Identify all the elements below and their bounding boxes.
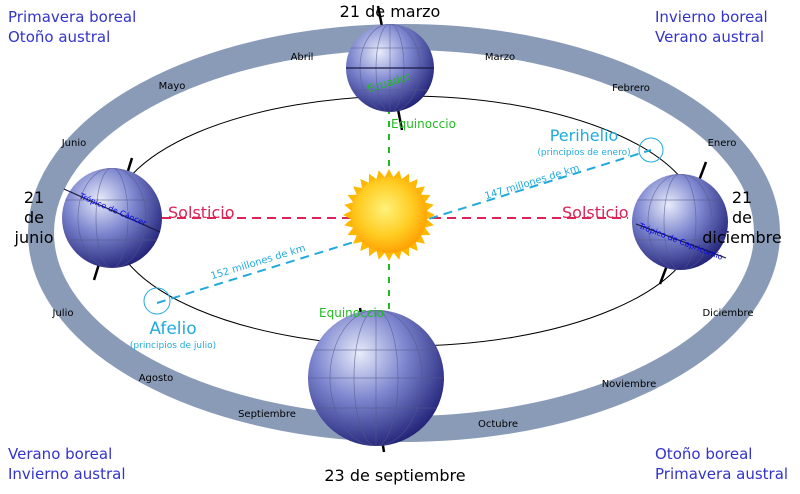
earth-september bbox=[308, 307, 444, 453]
month-enero: Enero bbox=[708, 138, 737, 149]
solsticio-right-label: Solsticio bbox=[562, 203, 628, 222]
distance-perihelion-label: 147 millones de km bbox=[484, 163, 581, 202]
distance-aphelion-label: 152 millones de km bbox=[210, 243, 307, 282]
season-top-left-2: Otoño austral bbox=[8, 28, 110, 46]
afelio-label: Afelio bbox=[149, 319, 196, 339]
season-bottom-left-2: Invierno austral bbox=[8, 465, 125, 483]
perihelio-sub-label: (principios de enero) bbox=[537, 148, 630, 158]
month-abril: Abril bbox=[291, 52, 314, 63]
month-febrero: Febrero bbox=[612, 83, 650, 94]
month-julio: Julio bbox=[52, 308, 74, 319]
month-mayo: Mayo bbox=[159, 81, 186, 92]
month-marzo: Marzo bbox=[485, 52, 515, 63]
earth-june bbox=[62, 157, 162, 281]
season-top-left-1: Primavera boreal bbox=[8, 8, 136, 26]
date-right-1: 21 bbox=[732, 188, 752, 207]
sun bbox=[343, 169, 435, 261]
date-left-2: de bbox=[24, 208, 44, 227]
solsticio-left-label: Solsticio bbox=[168, 203, 234, 222]
date-bottom: 23 de septiembre bbox=[324, 466, 465, 485]
afelio-sub-label: (principios de julio) bbox=[130, 341, 216, 351]
date-left-1: 21 bbox=[24, 188, 44, 207]
season-bottom-right-1: Otoño boreal bbox=[655, 445, 752, 463]
date-right-2: de bbox=[732, 208, 752, 227]
month-octubre: Octubre bbox=[478, 419, 518, 430]
season-bottom-left-1: Verano boreal bbox=[8, 445, 112, 463]
earth-december bbox=[632, 161, 728, 285]
season-top-right-2: Verano austral bbox=[655, 28, 764, 46]
month-diciembre: Diciembre bbox=[702, 308, 753, 319]
month-agosto: Agosto bbox=[139, 373, 174, 384]
equinoccio-bottom-label: Equinoccio bbox=[319, 306, 384, 320]
aphelion-marker bbox=[143, 287, 171, 315]
date-left-3: junio bbox=[14, 228, 54, 247]
season-top-right-1: Invierno boreal bbox=[655, 8, 768, 26]
date-top: 21 de marzo bbox=[340, 2, 441, 21]
equinoccio-top-label: Equinoccio bbox=[391, 117, 456, 131]
month-septiembre: Septiembre bbox=[238, 409, 296, 420]
perihelion-marker bbox=[638, 137, 664, 163]
date-right-3: diciembre bbox=[702, 228, 782, 247]
month-junio: Junio bbox=[61, 138, 87, 149]
earth-march bbox=[346, 5, 434, 131]
season-bottom-right-2: Primavera austral bbox=[655, 465, 788, 483]
perihelio-label: Perihelio bbox=[550, 126, 619, 145]
month-noviembre: Noviembre bbox=[602, 379, 657, 390]
